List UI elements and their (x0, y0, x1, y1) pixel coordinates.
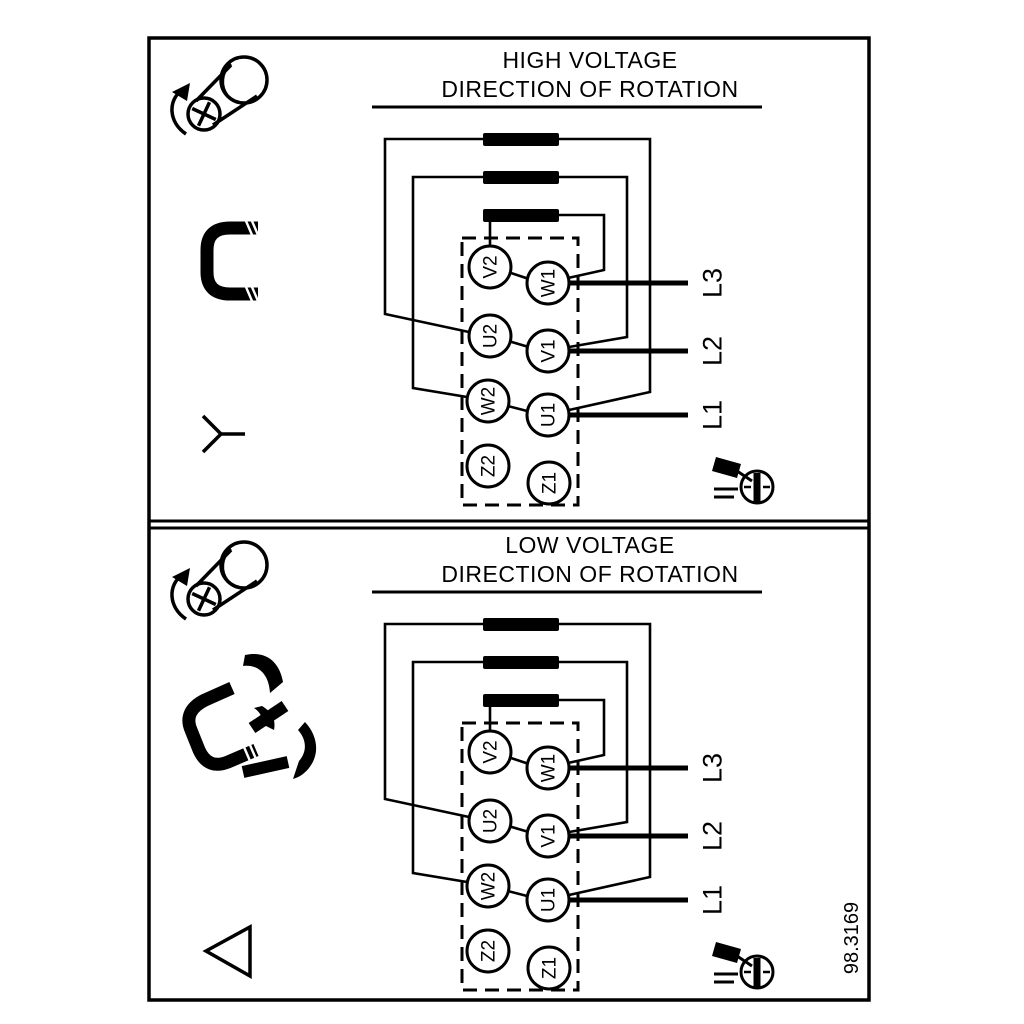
motion-arrow-icon (293, 722, 317, 779)
terminal-label-u2: U2 (481, 324, 502, 348)
diagram-frame (147, 36, 871, 1002)
supply-label-l2: L2 (698, 336, 728, 366)
star-symbol-icon (201, 414, 245, 454)
supply-label-l3: L3 (698, 268, 728, 298)
panel-title-line2: DIRECTION OF ROTATION (441, 76, 738, 102)
terminal-label-u1: U1 (539, 888, 560, 912)
terminal-label-z2: Z2 (479, 455, 500, 477)
supply-label-l2: L2 (698, 821, 728, 851)
terminal-label-v1: V1 (539, 339, 560, 362)
terminal-label-w1: W1 (539, 754, 560, 783)
motion-arrow-icon (243, 653, 283, 693)
terminal-label-z1: Z1 (540, 957, 561, 979)
jumper-links-icon (182, 653, 317, 779)
panel-title-line2: DIRECTION OF ROTATION (441, 561, 738, 587)
terminal-label-z2: Z2 (479, 940, 500, 962)
terminal-label-u1: U1 (539, 403, 560, 427)
terminal-label-z1: Z1 (540, 472, 561, 494)
terminal-label-w1: W1 (539, 269, 560, 298)
loose-link-plate (241, 756, 290, 778)
panel-low-voltage: LOW VOLTAGE DIRECTION OF ROTATION V2 U2 … (170, 532, 775, 990)
terminal-label-v1: V1 (539, 824, 560, 847)
jumper-bridge-icon (200, 220, 260, 302)
motion-arrow-icon (254, 706, 275, 730)
panel-title-line1: LOW VOLTAGE (505, 532, 675, 558)
supply-label-l3: L3 (698, 753, 728, 783)
terminal-label-u2: U2 (481, 809, 502, 833)
terminal-label-v2: V2 (481, 255, 502, 278)
panel-title-line1: HIGH VOLTAGE (502, 47, 677, 73)
terminal-label-w2: W2 (479, 872, 500, 901)
panel-high-voltage: HIGH VOLTAGE DIRECTION OF ROTATION V2 U2… (170, 47, 775, 505)
terminal-label-v2: V2 (481, 740, 502, 763)
figure-number: 98.3169 (841, 902, 863, 974)
supply-label-l1: L1 (698, 885, 728, 915)
supply-label-l1: L1 (698, 400, 728, 430)
terminal-label-w2: W2 (479, 387, 500, 416)
delta-symbol-icon (202, 924, 252, 980)
